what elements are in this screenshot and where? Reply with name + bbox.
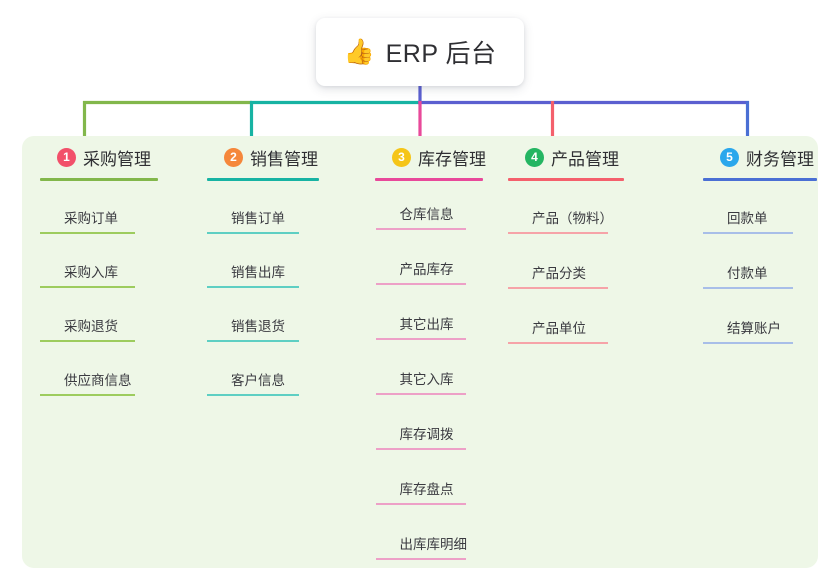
leaf-underline — [703, 287, 793, 289]
leaf-underline — [40, 340, 135, 342]
leaf-underline — [508, 232, 608, 234]
leaf-label: 产品（物料） — [532, 211, 613, 226]
branch-title: 产品管理 — [551, 149, 619, 169]
leaf-label: 产品单位 — [532, 321, 586, 336]
leaf-underline — [375, 558, 466, 560]
branch-number-badge: 3 — [392, 147, 411, 167]
leaf-label: 产品库存 — [399, 262, 454, 277]
branch-column-4: 4 产品管理 — [508, 146, 624, 181]
branches-panel — [22, 136, 818, 568]
branch-title: 采购管理 — [83, 149, 151, 169]
branch-column-1: 1 采购管理 — [40, 146, 158, 181]
branch-column-5: 5 财务管理 — [703, 146, 817, 181]
branch-underline — [508, 178, 624, 181]
leaf-underline — [375, 283, 466, 285]
branch-header-5[interactable]: 5 财务管理 — [703, 146, 814, 169]
leaf-label: 采购入库 — [64, 265, 118, 280]
branch-title: 财务管理 — [746, 149, 814, 169]
leaf-underline — [207, 394, 299, 396]
branch-header-4[interactable]: 4 产品管理 — [508, 146, 619, 169]
branch-number-badge: 1 — [57, 147, 76, 167]
leaf-underline — [40, 394, 135, 396]
leaf-label: 仓库信息 — [399, 207, 454, 222]
branch-number-badge: 2 — [224, 147, 243, 167]
leaf-label: 结算账户 — [727, 321, 781, 336]
leaf-label: 采购订单 — [64, 211, 118, 226]
leaf-label: 其它入库 — [399, 372, 454, 387]
branch-underline — [375, 178, 483, 181]
leaf-underline — [508, 342, 608, 344]
branch-title: 库存管理 — [418, 149, 486, 169]
branch-number-badge: 4 — [525, 147, 544, 167]
branch-underline — [703, 178, 817, 181]
branch-header-2[interactable]: 2 销售管理 — [207, 146, 318, 169]
leaf-underline — [375, 228, 466, 230]
leaf-underline — [375, 503, 466, 505]
branch-title: 销售管理 — [250, 149, 318, 169]
branch-header-1[interactable]: 1 采购管理 — [40, 146, 151, 169]
leaf-underline — [703, 232, 793, 234]
root-title: ERP 后台 — [385, 40, 497, 68]
leaf-label: 采购退货 — [64, 319, 118, 334]
leaf-label: 出库库明细 — [399, 537, 468, 552]
thumbs-up-icon: 👍 — [343, 37, 375, 66]
branch-column-2: 2 销售管理 — [207, 146, 319, 181]
leaf-underline — [40, 232, 135, 234]
leaf-label: 销售订单 — [231, 211, 285, 226]
leaf-underline — [703, 342, 793, 344]
leaf-underline — [40, 286, 135, 288]
leaf-label: 回款单 — [727, 211, 768, 226]
leaf-label: 产品分类 — [532, 266, 586, 281]
leaf-label: 库存盘点 — [399, 482, 454, 497]
leaf-label: 付款单 — [727, 266, 768, 281]
leaf-label: 销售出库 — [231, 265, 285, 280]
leaf-underline — [375, 393, 466, 395]
leaf-underline — [207, 286, 299, 288]
branch-underline — [207, 178, 319, 181]
leaf-underline — [207, 232, 299, 234]
leaf-underline — [508, 287, 608, 289]
root-node[interactable]: 👍 ERP 后台 — [316, 18, 524, 86]
branch-number-badge: 5 — [720, 147, 739, 167]
leaf-underline — [375, 338, 466, 340]
leaf-label: 库存调拨 — [399, 427, 454, 442]
leaf-label: 其它出库 — [399, 317, 454, 332]
branch-underline — [40, 178, 158, 181]
leaf-label: 客户信息 — [231, 373, 285, 388]
leaf-underline — [375, 448, 466, 450]
leaf-label: 销售退货 — [231, 319, 285, 334]
leaf-underline — [207, 340, 299, 342]
branch-header-3[interactable]: 3 库存管理 — [375, 146, 486, 169]
branch-column-3: 3 库存管理 — [375, 146, 486, 181]
leaf-label: 供应商信息 — [64, 373, 132, 388]
